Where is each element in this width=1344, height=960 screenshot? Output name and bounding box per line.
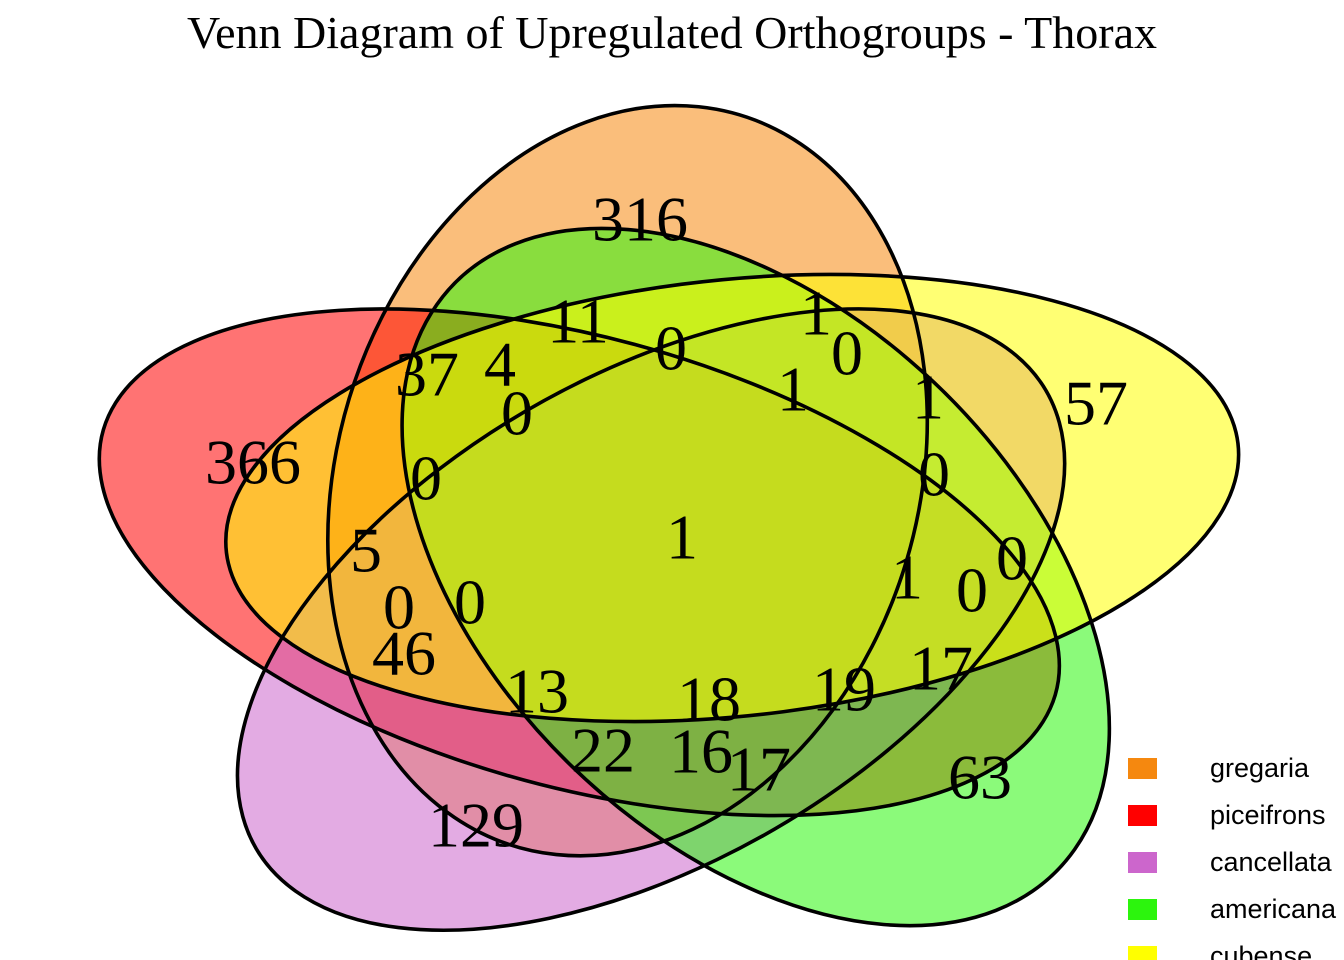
region-count-label: 1 <box>800 277 832 348</box>
venn-ellipse-fill-cubense <box>225 274 1239 722</box>
legend-swatch-piceifrons <box>1128 805 1157 826</box>
region-count-label: 0 <box>956 554 988 625</box>
region-count-label: 1 <box>777 353 809 424</box>
legend-item-americana: americana <box>1128 886 1344 933</box>
region-count-label: 46 <box>372 617 436 688</box>
venn-ellipse-stroke-gregaria <box>265 77 990 885</box>
legend-swatch-cubense <box>1128 946 1157 960</box>
region-count-label: 11 <box>547 285 609 356</box>
venn-ellipse-stroke-americana <box>256 142 1255 960</box>
region-count-label: 0 <box>918 438 950 509</box>
region-count-label: 19 <box>812 653 876 724</box>
region-count-label: 1 <box>891 541 923 612</box>
legend-item-piceifrons: piceifrons <box>1128 792 1344 839</box>
region-count-label: 37 <box>395 338 459 409</box>
region-count-label: 63 <box>948 741 1012 812</box>
legend-label-americana: americana <box>1210 894 1337 924</box>
region-count-label: 17 <box>727 733 791 804</box>
region-count-label: 1 <box>666 501 698 572</box>
chart-title: Venn Diagram of Upregulated Orthogroups … <box>187 7 1157 58</box>
legend: gregaria piceifrons cancellata americana cub… <box>1128 745 1344 960</box>
region-count-label: 0 <box>454 566 486 637</box>
legend-label-gregaria: gregaria <box>1210 753 1310 783</box>
region-count-label: 316 <box>592 183 688 254</box>
region-count-label: 16 <box>669 715 733 786</box>
region-count-label: 4 <box>484 328 516 399</box>
legend-label-cubense: cubense <box>1210 941 1313 960</box>
region-count-label: 1 <box>912 361 944 432</box>
region-count-label: 22 <box>571 714 635 785</box>
legend-item-cancellata: cancellata <box>1128 839 1344 886</box>
legend-swatch-gregaria <box>1128 758 1157 779</box>
legend-item-gregaria: gregaria <box>1128 745 1344 792</box>
region-count-label: 17 <box>909 632 973 703</box>
legend-swatch-americana <box>1128 899 1157 920</box>
region-count-label: 5 <box>350 514 382 585</box>
region-count-label: 13 <box>505 655 569 726</box>
venn-stroke-layer <box>0 77 1287 960</box>
region-count-label: 18 <box>677 663 741 734</box>
region-count-label: 0 <box>501 377 533 448</box>
region-count-label: 0 <box>383 571 415 642</box>
region-count-label: 129 <box>428 789 524 860</box>
region-count-label: 0 <box>655 312 687 383</box>
legend-label-piceifrons: piceifrons <box>1210 800 1326 830</box>
venn-ellipse-stroke-cubense <box>177 219 1287 778</box>
venn-ellipse-stroke-cancellata <box>84 197 1218 960</box>
venn-ellipse-stroke-piceifrons <box>0 206 1167 918</box>
region-count-label: 0 <box>996 522 1028 593</box>
region-count-label: 0 <box>831 317 863 388</box>
legend-label-cancellata: cancellata <box>1210 847 1332 877</box>
region-count-label: 366 <box>205 426 301 497</box>
region-count-label: 57 <box>1064 367 1128 438</box>
region-count-label: 0 <box>410 442 442 513</box>
legend-item-cubense: cubense <box>1128 933 1344 960</box>
legend-swatch-cancellata <box>1128 852 1157 873</box>
